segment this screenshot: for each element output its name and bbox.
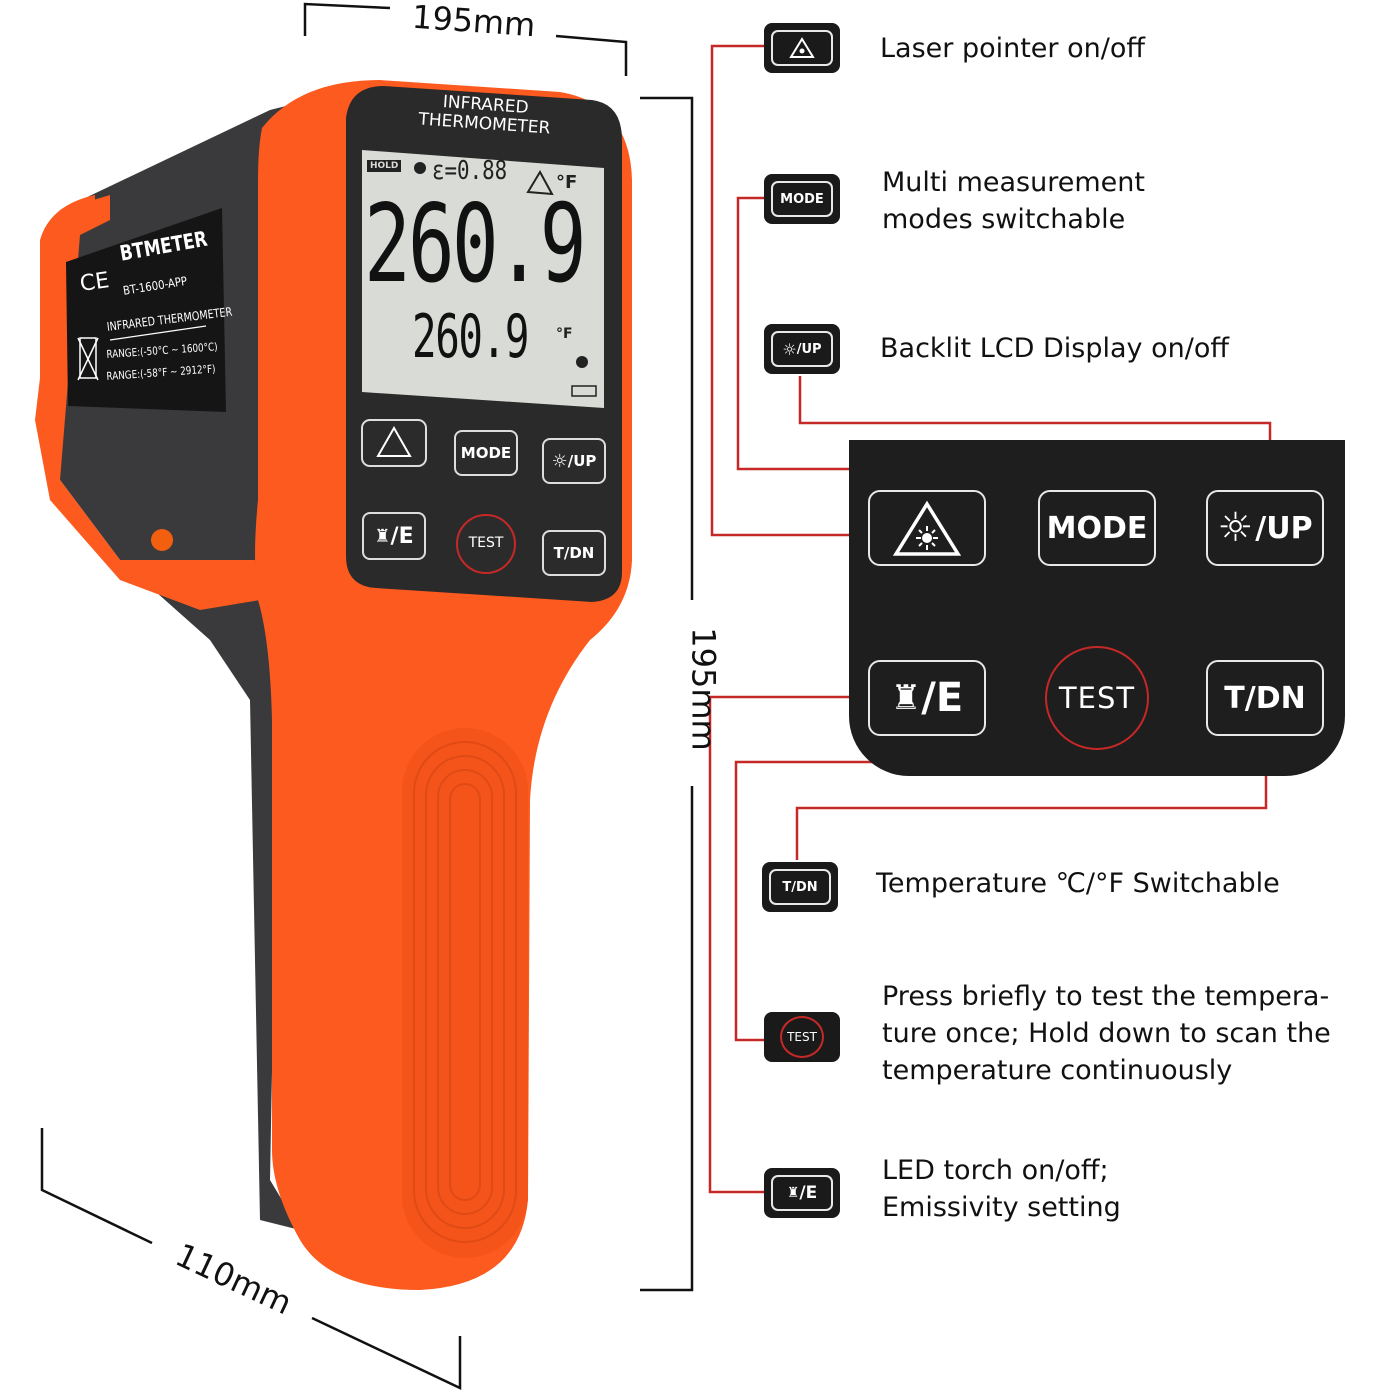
feature-torch-button: ♜/E	[764, 1168, 840, 1218]
device-up-button[interactable]: ☼/UP	[542, 438, 606, 484]
feature-laser-text: Laser pointer on/off	[880, 33, 1145, 64]
torch-icon: ♜	[890, 678, 922, 718]
keypad-torch-button[interactable]: ♜/E	[868, 660, 986, 736]
feature-mode-text: Multi measurement modes switchable	[882, 167, 1145, 235]
lcd-hold: HOLD	[367, 160, 402, 172]
thermometer-body	[35, 80, 632, 1290]
lcd-emissivity: ε=0.88	[432, 156, 508, 186]
feature-tdn-button: T/DN	[762, 862, 838, 912]
laser-icon	[892, 500, 962, 556]
feature-laser-button	[764, 23, 840, 73]
device-tdn-button[interactable]: T/DN	[542, 530, 606, 576]
feature-test-text: Press briefly to test the tempera- ture …	[882, 981, 1331, 1086]
dim-bottom-left	[40, 1128, 153, 1245]
lcd-sub-unit: °F	[556, 326, 573, 342]
lcd-sub-reading: 260.9	[412, 302, 529, 372]
device-test-button[interactable]: TEST	[468, 535, 504, 551]
line-torch	[708, 695, 866, 1194]
device-torch-button[interactable]: ♜/E	[362, 512, 426, 560]
laser-icon	[789, 37, 815, 58]
dim-top-left-bracket	[303, 2, 391, 36]
backlight-icon: ☼	[782, 339, 797, 359]
backlight-icon: ☼	[551, 450, 568, 472]
keypad-laser-button[interactable]	[868, 490, 986, 566]
line-tdn	[795, 748, 1268, 860]
device-mode-button[interactable]: MODE	[454, 430, 518, 476]
torch-icon: ♜	[786, 1185, 800, 1201]
dim-side-upper	[640, 96, 694, 600]
torch-icon: ♜	[374, 525, 391, 547]
keypad-test-button[interactable]: TEST	[1045, 646, 1149, 750]
keypad-closeup: MODE ☼/UP ♜/E TEST T/DN	[849, 440, 1345, 776]
feature-mode-button: MODE	[764, 174, 840, 224]
backlight-icon: ☼	[1217, 505, 1254, 551]
dim-side-lower	[640, 786, 694, 1292]
label-ce: CE	[78, 268, 111, 297]
keypad-tdn-button[interactable]: T/DN	[1206, 660, 1324, 736]
lcd-main-reading: 260.9	[364, 182, 587, 307]
feature-torch-text: LED torch on/off; Emissivity setting	[882, 1155, 1121, 1223]
line-laser	[710, 44, 866, 537]
dim-bottom-right	[311, 1316, 462, 1390]
keypad-up-button[interactable]: ☼/UP	[1206, 490, 1324, 566]
feature-tdn-text: Temperature ℃/°F Switchable	[876, 868, 1280, 899]
feature-test-button: TEST	[764, 1012, 840, 1062]
feature-up-button: ☼/UP	[764, 324, 840, 374]
feature-backlight-text: Backlit LCD Display on/off	[880, 333, 1229, 364]
dim-top-right-bracket	[555, 34, 628, 76]
keypad-mode-button[interactable]: MODE	[1038, 490, 1156, 566]
lcd-main-unit-top: °F	[556, 172, 578, 193]
